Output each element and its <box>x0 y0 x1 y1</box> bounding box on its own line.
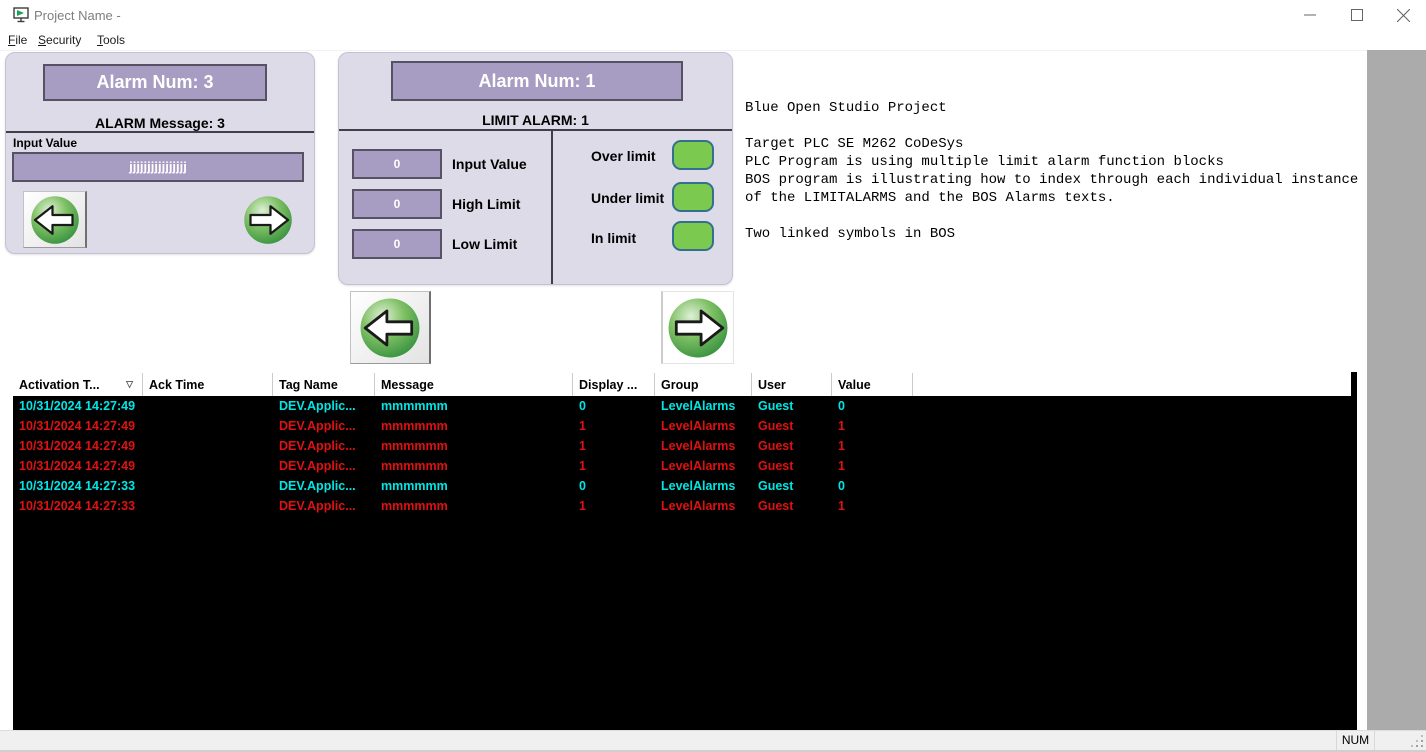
high-limit-label: High Limit <box>452 196 521 212</box>
previous-alarm-button[interactable] <box>23 191 87 248</box>
column-header-tag-name[interactable]: Tag Name <box>273 373 375 396</box>
alarm-num-label: Alarm Num: 1 <box>478 70 596 91</box>
grid-scrollbar[interactable] <box>1351 372 1357 397</box>
alarm-history-grid: Activation T... ▽ Ack Time Tag Name Mess… <box>13 372 1357 732</box>
divider <box>551 129 553 284</box>
info-line: Two linked symbols in BOS <box>745 226 956 242</box>
alarm-num-display: Alarm Num: 1 <box>391 61 683 101</box>
alarm-message-label: ALARM Message: 3 <box>95 115 225 131</box>
under-limit-indicator <box>672 182 714 212</box>
resize-grip-icon[interactable] <box>1410 734 1425 749</box>
previous-symbol-button[interactable] <box>350 291 431 364</box>
minimize-button[interactable] <box>1293 0 1327 30</box>
alarm-message-panel: Alarm Num: 3 ALARM Message: 3 Input Valu… <box>5 52 315 254</box>
grid-header-row: Activation T... ▽ Ack Time Tag Name Mess… <box>13 373 1357 396</box>
low-limit-label: Low Limit <box>452 236 518 252</box>
column-header-ack-time[interactable]: Ack Time <box>143 373 273 396</box>
column-header-value[interactable]: Value <box>832 373 913 396</box>
over-limit-indicator <box>672 140 714 170</box>
maximize-button[interactable] <box>1340 0 1374 30</box>
alarm-num-display: Alarm Num: 3 <box>43 64 267 101</box>
menu-bar: File Security Tools <box>0 30 1426 51</box>
alarm-num-label: Alarm Num: 3 <box>96 72 214 92</box>
input-value-field[interactable]: 0 <box>352 149 442 179</box>
info-line: PLC Program is using multiple limit alar… <box>745 154 1224 170</box>
in-limit-label: In limit <box>591 230 637 246</box>
column-header-user[interactable]: User <box>752 373 832 396</box>
app-icon <box>13 7 30 24</box>
input-value-label: Input Value <box>452 156 527 172</box>
limit-alarm-label: LIMIT ALARM: 1 <box>482 112 589 128</box>
over-limit-label: Over limit <box>591 148 656 164</box>
divider <box>6 131 314 133</box>
window-title: Project Name - <box>34 8 121 23</box>
column-header-activation-time[interactable]: Activation T... ▽ <box>13 373 143 396</box>
next-alarm-button[interactable] <box>236 191 300 248</box>
info-line <box>745 117 1358 135</box>
close-button[interactable] <box>1386 0 1420 30</box>
in-limit-indicator <box>672 221 714 251</box>
low-limit-field[interactable]: 0 <box>352 229 442 259</box>
project-description: Blue Open Studio Project Target PLC SE M… <box>745 99 1358 243</box>
column-header-display[interactable]: Display ... <box>573 373 655 396</box>
info-line <box>745 207 1358 225</box>
limit-alarm-panel: Alarm Num: 1 LIMIT ALARM: 1 0 0 0 Input … <box>338 52 733 285</box>
column-header-message[interactable]: Message <box>375 373 573 396</box>
input-value-label: Input Value <box>13 136 78 150</box>
alarm-text-field[interactable]: jjjjjjjjjjjjjjjj <box>12 152 304 182</box>
under-limit-label: Under limit <box>591 190 665 206</box>
high-limit-field[interactable]: 0 <box>352 189 442 219</box>
window-border <box>0 750 1426 752</box>
menu-security[interactable]: Security <box>38 33 82 47</box>
column-header-filler <box>913 373 1357 396</box>
info-line: BOS program is illustrating how to index… <box>745 172 1359 188</box>
title-bar: Project Name - <box>0 0 1426 30</box>
sort-descending-icon[interactable]: ▽ <box>126 379 133 389</box>
info-line: Blue Open Studio Project <box>745 100 947 116</box>
num-lock-indicator: NUM <box>1336 731 1375 750</box>
desktop-background <box>1367 50 1426 730</box>
column-header-group[interactable]: Group <box>655 373 752 396</box>
info-line: Target PLC SE M262 CoDeSys <box>745 136 964 152</box>
menu-tools[interactable]: Tools <box>97 33 126 47</box>
status-bar: NUM <box>0 730 1426 750</box>
next-symbol-button[interactable] <box>661 291 734 364</box>
divider <box>339 129 732 131</box>
menu-file[interactable]: File <box>8 33 28 47</box>
info-line: of the LIMITALARMS and the BOS Alarms te… <box>745 190 1115 206</box>
